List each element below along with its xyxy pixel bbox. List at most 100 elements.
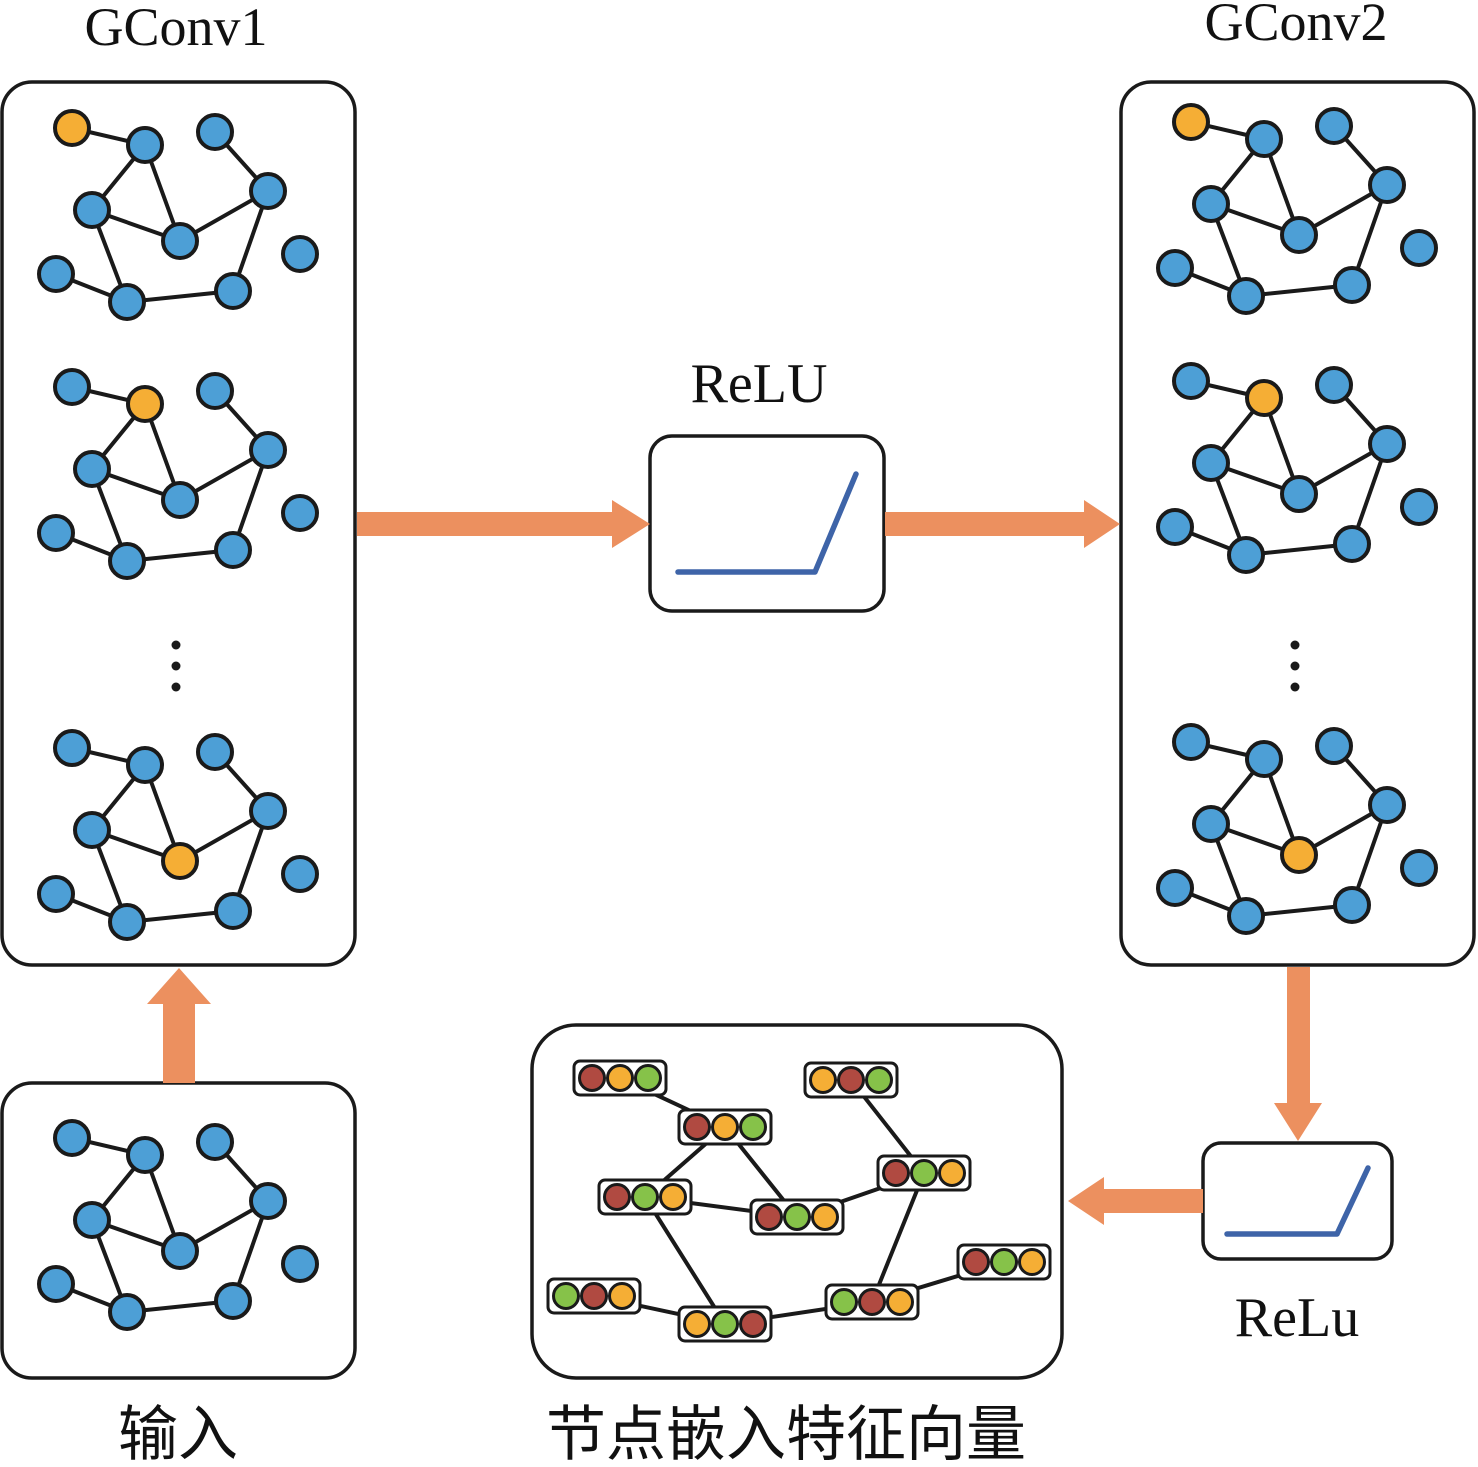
gconv2-c-graph: [1156, 723, 1438, 935]
relu-top-box: [648, 434, 886, 613]
gconv2-a-graph: [1156, 103, 1438, 315]
graph-node: [1192, 805, 1230, 843]
graph-node: [1280, 475, 1318, 513]
graph-node: [53, 109, 91, 147]
graph-node: [37, 1265, 75, 1303]
graph-node: [1156, 249, 1194, 287]
graph-node: [1315, 107, 1353, 145]
graph-node: [161, 481, 199, 519]
feature-cell: [938, 1159, 966, 1187]
graph-node: [1192, 444, 1230, 482]
feature-cell: [882, 1159, 910, 1187]
feature-cell: [962, 1248, 990, 1276]
feature-cell: [783, 1203, 811, 1231]
graph-node: [37, 255, 75, 293]
feature-cell: [580, 1282, 608, 1310]
graph-node: [108, 283, 146, 321]
feature-cell: [608, 1282, 636, 1310]
graph-node: [37, 514, 75, 552]
graph-node: [1280, 836, 1318, 874]
graph-node: [214, 272, 252, 310]
feature-cell: [830, 1288, 858, 1316]
feature-vector: [876, 1154, 972, 1192]
graph-node: [1368, 786, 1406, 824]
graph-node: [1400, 229, 1438, 267]
gconv1-label: GConv1: [84, 0, 267, 57]
feature-cell: [578, 1064, 606, 1092]
graph-node: [1315, 366, 1353, 404]
graph-node: [1315, 727, 1353, 765]
graph-node: [37, 875, 75, 913]
graph-node: [1227, 536, 1265, 574]
graph-node: [196, 372, 234, 410]
feature-cell: [809, 1066, 837, 1094]
graph-node: [281, 1245, 319, 1283]
graph-node: [196, 113, 234, 151]
feature-cell: [739, 1310, 767, 1338]
feature-cell: [886, 1288, 914, 1316]
feature-cell: [634, 1064, 662, 1092]
graph-node: [1368, 425, 1406, 463]
feature-cell: [755, 1203, 783, 1231]
graph-node: [1333, 525, 1371, 563]
arrow-gconv1-to-relu: [357, 500, 650, 548]
graph-node: [249, 1182, 287, 1220]
graph-node: [1156, 508, 1194, 546]
relu-top-label: ReLU: [691, 353, 828, 415]
input-graph: [37, 1119, 319, 1331]
graph-node: [1192, 185, 1230, 223]
graph-node: [281, 235, 319, 273]
graph-node: [214, 531, 252, 569]
graph-node: [249, 792, 287, 830]
relu-bottom-box: [1201, 1141, 1394, 1261]
feature-cell: [711, 1113, 739, 1141]
graph-node: [196, 1123, 234, 1161]
graph-node: [1172, 723, 1210, 761]
graph-node: [73, 1201, 111, 1239]
feature-cell: [552, 1282, 580, 1310]
feature-cell: [603, 1183, 631, 1211]
graph-node: [1227, 897, 1265, 935]
feature-vector: [956, 1243, 1052, 1281]
graph-node: [1400, 488, 1438, 526]
graph-node: [249, 431, 287, 469]
embedding-edge: [643, 1195, 727, 1326]
graph-node: [1245, 120, 1283, 158]
feature-cell: [910, 1159, 938, 1187]
relu-bottom-curve: [1224, 1165, 1371, 1237]
feature-cell: [811, 1203, 839, 1231]
graph-node: [161, 1232, 199, 1270]
graph-node: [1368, 166, 1406, 204]
embedding-label: 节点嵌入特征向量: [546, 1402, 1026, 1467]
gconv1-b-graph: [37, 368, 319, 580]
graph-node: [281, 494, 319, 532]
arrow-input-to-gconv1: [147, 968, 211, 1083]
graph-node: [108, 1293, 146, 1331]
graph-node: [196, 733, 234, 771]
graph-node: [214, 892, 252, 930]
graph-node: [1333, 266, 1371, 304]
graph-node: [161, 222, 199, 260]
feature-vector: [572, 1059, 668, 1097]
graph-node: [1227, 277, 1265, 315]
feature-vector: [677, 1108, 773, 1146]
input-label: 输入: [118, 1402, 238, 1467]
graph-node: [73, 191, 111, 229]
graph-node: [53, 1119, 91, 1157]
feature-cell: [711, 1310, 739, 1338]
feature-cell: [858, 1288, 886, 1316]
graph-node: [1333, 886, 1371, 924]
graph-node: [73, 450, 111, 488]
relu-top-curve: [675, 471, 859, 575]
embedding-graph: [546, 1059, 1052, 1343]
feature-cell: [631, 1183, 659, 1211]
graph-node: [1172, 362, 1210, 400]
arrow-gconv2-to-relu: [1274, 967, 1322, 1141]
embedding-edge: [870, 1171, 926, 1304]
gconv1-a-graph: [37, 109, 319, 321]
feature-cell: [739, 1113, 767, 1141]
graph-node: [249, 172, 287, 210]
relu-bottom-label: ReLu: [1235, 1287, 1359, 1349]
graph-node: [53, 729, 91, 767]
